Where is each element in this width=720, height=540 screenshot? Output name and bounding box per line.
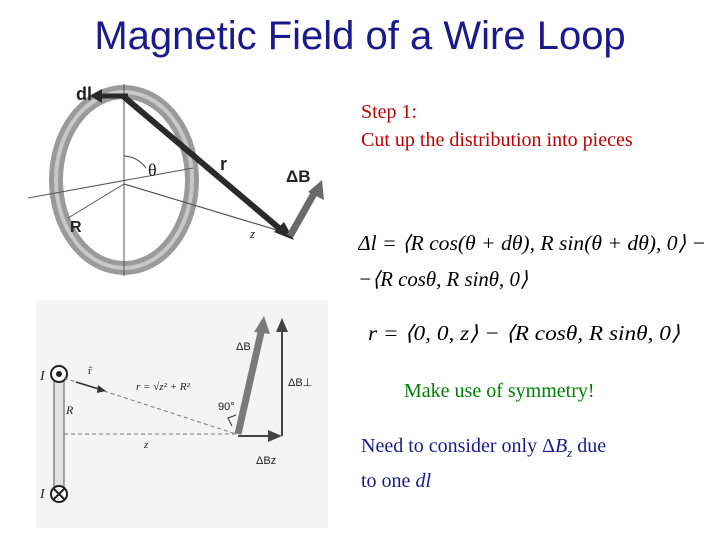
label-90: 90° xyxy=(218,401,235,413)
label-R: R xyxy=(65,403,74,417)
label-rhat: r̂ xyxy=(88,365,92,377)
step-label: Step 1: xyxy=(361,101,418,123)
label-dB: ΔB xyxy=(286,167,311,186)
horizontal-axis xyxy=(28,167,194,199)
label-z: z xyxy=(249,226,255,241)
wire-loop-figure: dl θ r ΔB R z xyxy=(28,84,324,276)
equation-delta-l-line2: −⟨R cosθ, R sinθ, 0⟩ xyxy=(358,267,528,291)
label-dBz: ΔBz xyxy=(256,455,276,467)
step-text-block: Step 1: Cut up the distribution into pie… xyxy=(361,98,633,154)
label-I-bottom: I xyxy=(39,487,46,502)
consider-note-line1: Need to consider only ΔBz due xyxy=(361,435,607,460)
consider-note-line2: to one dl xyxy=(361,470,431,492)
side-view-figure: I I r̂ r = √z² + R² R z 90° ΔB ΔB⊥ ΔBz xyxy=(36,300,328,528)
equation-delta-l-line1: Δl = ⟨R cos(θ + dθ), R sin(θ + dθ), 0⟩ − xyxy=(358,231,706,255)
equation-delta-l: Δl = ⟨R cos(θ + dθ), R sin(θ + dθ), 0⟩ −… xyxy=(358,231,706,291)
dB-vector xyxy=(286,188,320,238)
equation-r: r = ⟨0, 0, z⟩ − ⟨R cosθ, R sinθ, 0⟩ xyxy=(368,321,680,345)
dB-arrow xyxy=(234,327,266,435)
slide-title: Magnetic Field of a Wire Loop xyxy=(94,14,626,58)
label-theta: θ xyxy=(148,160,157,180)
label-dl: dl xyxy=(76,84,92,104)
label-r: r xyxy=(220,154,227,174)
label-z: z xyxy=(143,439,149,451)
wire-cross-section xyxy=(53,369,65,493)
equation-r-text: r = ⟨0, 0, z⟩ − ⟨R cosθ, R sinθ, 0⟩ xyxy=(368,321,680,345)
label-R: R xyxy=(70,219,82,236)
z-axis xyxy=(123,183,291,235)
step-description: Cut up the distribution into pieces xyxy=(361,129,633,151)
label-I-top: I xyxy=(39,369,46,384)
label-dBperp: ΔB⊥ xyxy=(288,377,312,389)
radius-line xyxy=(67,183,125,219)
consider-note: Need to consider only ΔBz due to one dl xyxy=(361,432,606,495)
label-r-formula: r = √z² + R² xyxy=(136,381,190,393)
r-vector xyxy=(121,93,288,237)
label-dB: ΔB xyxy=(236,341,251,353)
theta-arc xyxy=(123,155,147,169)
symmetry-note: Make use of symmetry! xyxy=(404,380,595,402)
